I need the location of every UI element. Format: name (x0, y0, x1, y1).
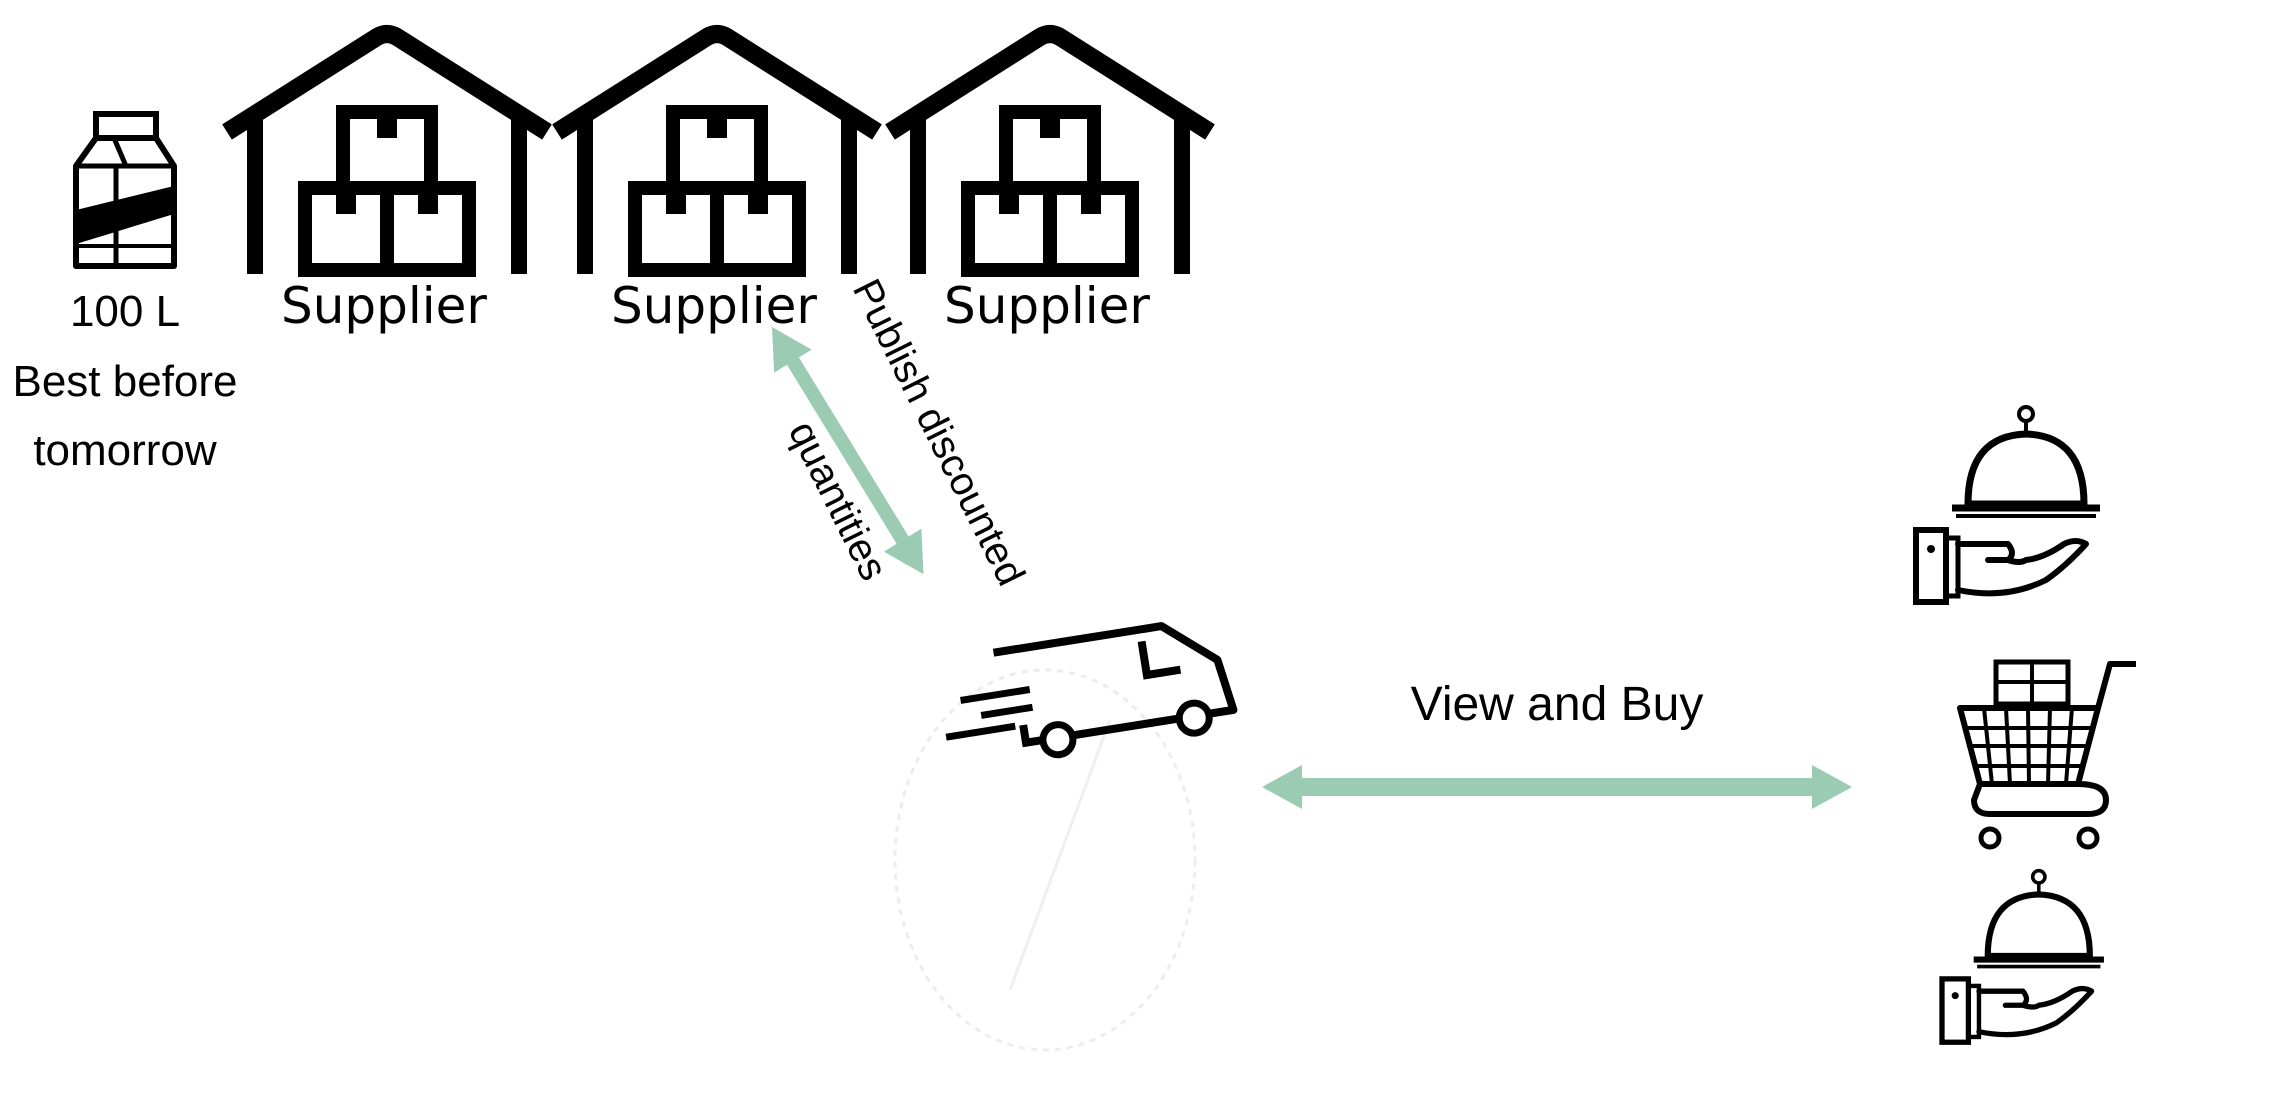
supplier-2: Supplier (557, 34, 877, 335)
view-buy-label: View and Buy (1411, 678, 1704, 731)
warehouse-icon (890, 34, 1210, 274)
supplier-label: Supplier (944, 277, 1150, 335)
milk-carton-icon (73, 111, 177, 269)
supplier-label: Supplier (611, 277, 817, 335)
warehouse-icon (557, 34, 877, 274)
delivery-van-icon (945, 622, 1238, 759)
supplier-1: Supplier (227, 34, 547, 335)
warehouse-icon (227, 34, 547, 274)
view-buy-arrow (1262, 765, 1852, 809)
product-expiry-line2: tomorrow (33, 426, 217, 475)
food-service-icon (1916, 407, 2100, 602)
supplier-label: Supplier (281, 277, 487, 335)
product-quantity: 100 L (70, 287, 180, 336)
food-service-icon (1942, 871, 2104, 1043)
product-expiry-line1: Best before (12, 357, 237, 406)
faint-sketch (893, 668, 1197, 1052)
publish-arrow (772, 327, 924, 575)
supplier-3: Supplier (890, 34, 1210, 335)
shopping-cart-icon (1957, 659, 2136, 850)
